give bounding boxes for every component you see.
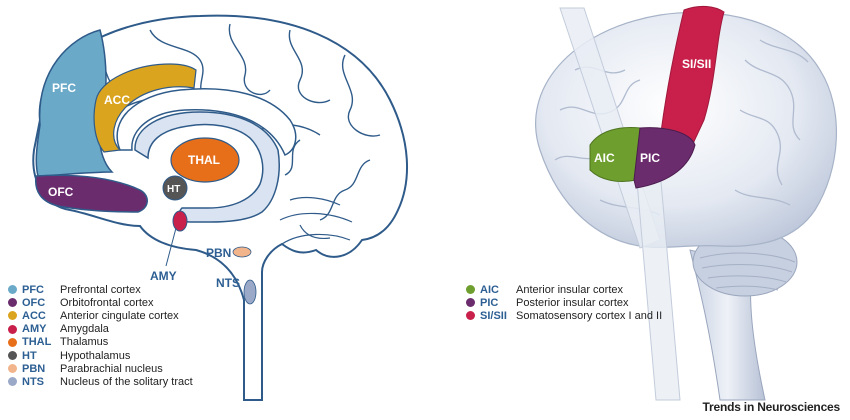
- cerebellum-folia: [699, 252, 796, 291]
- label-ofc: OFC: [48, 185, 74, 199]
- legend-name: Hypothalamus: [60, 349, 131, 362]
- legend-abbr: ACC: [22, 309, 46, 322]
- region-ht: [162, 175, 188, 201]
- region-si-sii: [659, 5, 725, 151]
- legend-name: Anterior cingulate cortex: [60, 309, 179, 322]
- legend-abbr: AIC: [480, 283, 499, 296]
- region-nts: [243, 279, 257, 305]
- label-amy: AMY: [150, 269, 177, 283]
- legend-dot-aic: [466, 285, 475, 295]
- legend-item-amy: AMY Amygdala: [8, 323, 193, 336]
- legend-name: Somatosensory cortex I and II: [516, 309, 663, 322]
- cerebellum-lines: [279, 196, 353, 245]
- legend-name: Prefrontal cortex: [60, 283, 141, 296]
- legend-dot-ofc: [8, 298, 17, 308]
- legend-dot-pic: [466, 298, 475, 308]
- right-legend: AIC Anterior insular cortex PIC Posterio…: [466, 283, 662, 323]
- legend-item-si-sii: SI/SII Somatosensory cortex I and II: [466, 309, 662, 322]
- label-si-sii: SI/SII: [682, 57, 711, 71]
- label-ht: HT: [167, 184, 180, 195]
- legend-item-pfc: PFC Prefrontal cortex: [8, 283, 193, 296]
- legend-abbr: PBN: [22, 362, 46, 375]
- region-acc: [93, 63, 197, 153]
- region-thal: [170, 137, 240, 183]
- legend-abbr: SI/SII: [480, 309, 507, 322]
- legend-name: Amygdala: [60, 323, 109, 336]
- legend-dot-pbn: [8, 364, 17, 374]
- region-amy: [172, 210, 188, 232]
- legend-item-acc: ACC Anterior cingulate cortex: [8, 309, 193, 322]
- legend-item-nts: NTS Nucleus of the solitary tract: [8, 375, 193, 388]
- label-pic: PIC: [640, 151, 660, 165]
- legend-abbr: HT: [22, 349, 37, 362]
- legend-abbr: PIC: [480, 296, 499, 309]
- legend-name: Anterior insular cortex: [516, 283, 623, 296]
- label-thal: THAL: [188, 153, 220, 167]
- legend-abbr: OFC: [22, 296, 46, 309]
- legend-dot-pfc: [8, 285, 17, 295]
- legend-abbr: AMY: [22, 323, 47, 336]
- lateral-brain-diagram: SI/SII AIC PIC: [535, 5, 838, 401]
- legend-abbr: THAL: [22, 336, 52, 349]
- left-legend: PFC Prefrontal cortex OFC Orbitofrontal …: [8, 283, 193, 389]
- legend-dot-nts: [8, 377, 17, 387]
- legend-name: Nucleus of the solitary tract: [60, 375, 193, 388]
- legend-name: Parabrachial nucleus: [60, 362, 163, 375]
- journal-footer: Trends in Neurosciences: [702, 400, 841, 414]
- label-aic: AIC: [594, 151, 615, 165]
- corpus-callosum: [116, 88, 297, 157]
- legend-item-aic: AIC Anterior insular cortex: [466, 283, 662, 296]
- legend-name: Thalamus: [60, 336, 109, 349]
- legend-dot-amy: [8, 324, 17, 334]
- legend-name: Posterior insular cortex: [516, 296, 629, 309]
- label-pfc: PFC: [52, 81, 76, 95]
- label-acc: ACC: [104, 93, 130, 107]
- region-pic: [633, 127, 696, 189]
- medial-brain-diagram: PFC ACC THAL HT OFC AMY PBN NTS: [32, 14, 408, 401]
- legend-abbr: NTS: [22, 375, 44, 388]
- label-nts: NTS: [216, 276, 240, 290]
- legend-dot-ht: [8, 351, 17, 361]
- legend-abbr: PFC: [22, 283, 44, 296]
- region-ofc: [34, 174, 148, 213]
- region-pbn: [232, 246, 252, 258]
- legend-dot-thal: [8, 337, 17, 347]
- legend-dot-acc: [8, 311, 17, 321]
- legend-item-ht: HT Hypothalamus: [8, 349, 193, 362]
- legend-name: Orbitofrontal cortex: [60, 296, 154, 309]
- amy-pointer-line: [165, 227, 177, 267]
- legend-dot-si-sii: [466, 311, 475, 321]
- legend-item-thal: THAL Thalamus: [8, 336, 193, 349]
- legend-item-ofc: OFC Orbitofrontal cortex: [8, 296, 193, 309]
- legend-item-pic: PIC Posterior insular cortex: [466, 296, 662, 309]
- label-pbn: PBN: [206, 246, 231, 260]
- legend-item-pbn: PBN Parabrachial nucleus: [8, 362, 193, 375]
